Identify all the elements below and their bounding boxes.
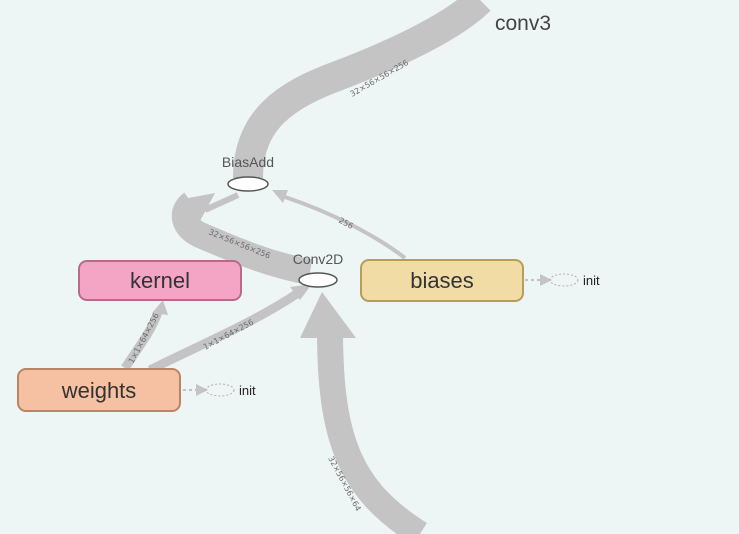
init-label-biases: init: [583, 273, 600, 288]
init-connector-weights: init: [183, 383, 256, 398]
op-label-biasadd: BiasAdd: [222, 154, 274, 170]
scope-title: conv3: [495, 12, 551, 35]
edge-input-to-conv2d: 32×56×56×64: [300, 292, 427, 534]
op-node-biasadd[interactable]: BiasAdd: [222, 154, 274, 192]
edge-label-biases-to-biasadd: 256: [337, 216, 355, 231]
node-kernel-box: [78, 260, 242, 301]
edge-label-weights-to-kernel: 1×1×64×256: [127, 311, 161, 364]
node-kernel-label: kernel: [130, 268, 190, 293]
node-biases-label: biases: [410, 268, 474, 293]
edge-label-weights-to-conv2d: 1×1×64×256: [202, 318, 255, 352]
init-label-weights: init: [239, 383, 256, 398]
node-biases[interactable]: biases: [360, 259, 524, 302]
init-connector-biases: init: [525, 273, 600, 288]
op-label-conv2d: Conv2D: [293, 251, 344, 267]
edge-weights-to-kernel: 1×1×64×256: [121, 300, 168, 371]
node-kernel[interactable]: kernel: [78, 260, 242, 301]
node-biases-box: [360, 259, 524, 302]
node-weights-label: weights: [61, 378, 137, 403]
node-weights[interactable]: weights: [17, 368, 181, 412]
node-weights-box: [17, 368, 181, 412]
edge-biasadd-to-conv3: 32×56×56×256: [233, 0, 491, 179]
op-node-conv2d[interactable]: Conv2D: [293, 251, 344, 288]
edge-biases-to-biasadd: 256: [272, 190, 407, 260]
